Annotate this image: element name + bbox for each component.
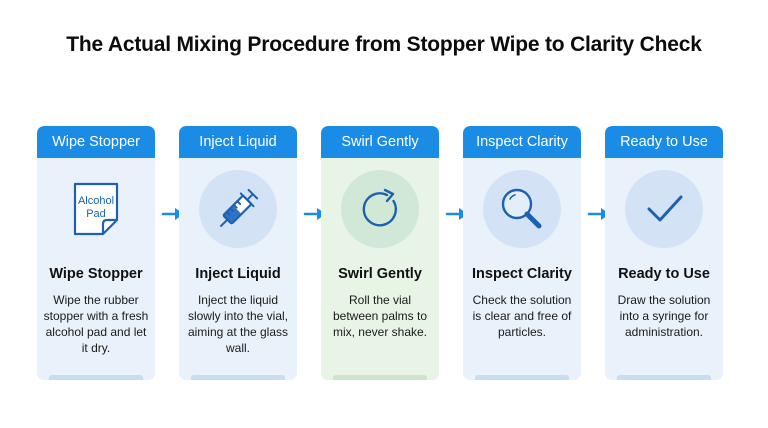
step-card-ready-to-use: Ready to Use Ready to Use Draw the solut… (605, 126, 723, 380)
step-description: Check the solution is clear and free of … (472, 293, 572, 339)
step-header: Swirl Gently (321, 126, 439, 158)
step-header: Ready to Use (605, 126, 723, 158)
step-name: Inspect Clarity (472, 266, 572, 282)
alcohol-pad-icon: Alcohol Pad (57, 170, 135, 248)
step-name: Wipe Stopper (49, 266, 143, 282)
card-footer-bar (617, 375, 711, 380)
step-name: Inject Liquid (195, 266, 281, 282)
step-header: Wipe Stopper (37, 126, 155, 158)
diagram-title: The Actual Mixing Procedure from Stopper… (66, 33, 702, 56)
step-description: Draw the solution into a syringe for adm… (617, 293, 711, 339)
card-footer-bar (475, 375, 569, 380)
card-footer-bar (333, 375, 427, 380)
step-name: Ready to Use (618, 266, 710, 282)
step-card-swirl-gently: Swirl Gently Swirl Gently Roll the vial … (321, 126, 439, 380)
checkmark-icon (625, 170, 703, 248)
card-footer-bar (191, 375, 285, 380)
step-description: Wipe the rubber stopper with a fresh alc… (43, 293, 149, 355)
step-name: Swirl Gently (338, 266, 422, 282)
syringe-icon (199, 170, 277, 248)
magnifier-icon (483, 170, 561, 248)
step-card-wipe-stopper: Wipe Stopper Alcohol Pad Wipe Stopper Wi… (37, 126, 155, 380)
icon-text-line2: Pad (86, 208, 106, 220)
step-description: Roll the vial between palms to mix, neve… (332, 293, 428, 339)
card-footer-bar (49, 375, 143, 380)
step-card-inject-liquid: Inject Liquid Inject Liquid Inject the l… (179, 126, 297, 380)
step-card-inspect-clarity: Inspect Clarity Inspect Clarity Check th… (463, 126, 581, 380)
step-description: Inject the liquid slowly into the vial, … (187, 293, 289, 355)
icon-text-line1: Alcohol (78, 195, 114, 207)
step-header: Inspect Clarity (463, 126, 581, 158)
step-header: Inject Liquid (179, 126, 297, 158)
circular-arrow-icon (341, 170, 419, 248)
